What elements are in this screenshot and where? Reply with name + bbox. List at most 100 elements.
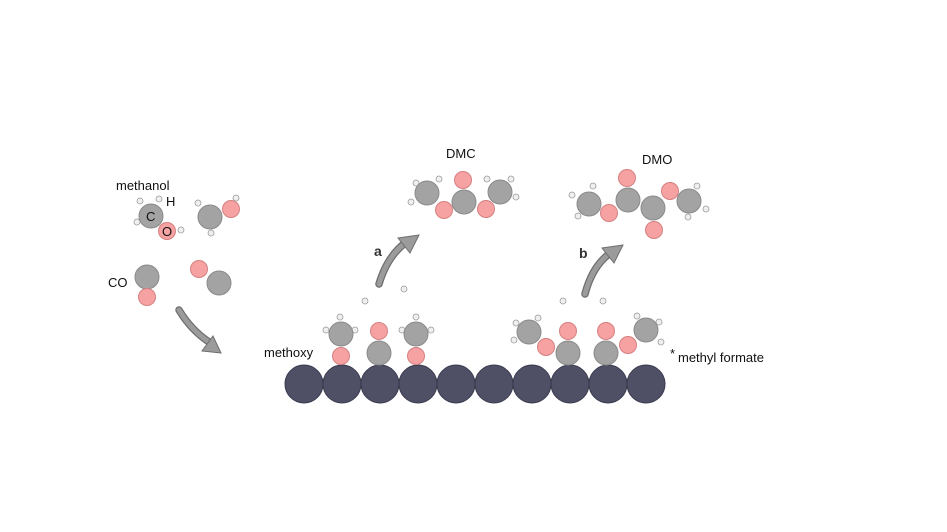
atom-o-label: O [162,224,172,239]
oxygen-atom [222,200,240,218]
carbon-atom [451,189,477,215]
oxygen-atom [138,288,156,306]
hydrogen-atom [655,318,663,326]
co-molecule [134,264,160,306]
co-molecule [190,260,232,296]
carbon-atom [328,321,354,347]
oxygen-atom [332,347,350,365]
oxygen-atom [370,322,388,340]
hydrogen-atom [155,195,163,203]
carbon-atom [138,203,164,229]
hydrogen-atom [194,199,202,207]
path-b-arrow [581,244,624,298]
co-label: CO [108,275,128,290]
oxygen-atom [435,201,453,219]
carbon-atom [134,264,160,290]
oxygen-atom [661,182,679,200]
catalyst-surface [284,364,666,404]
carbon-atom [640,195,666,221]
carbon-atom [206,270,232,296]
oxygen-atom [158,222,176,240]
carbon-atom [615,187,641,213]
oxygen-atom [597,322,615,340]
carbon-atom [633,317,659,343]
adsorbed-methyl-formate [510,314,581,366]
hydrogen-atom [512,193,520,201]
reactant-arrow [175,306,222,354]
arrow-shaft [376,240,408,287]
hydrogen-atom [427,326,435,334]
arrow-shaft [582,251,612,297]
arrow-head [397,234,420,254]
hydrogen-atom [693,182,701,190]
dmo-label: DMO [642,152,672,167]
oxygen-atom [645,221,663,239]
carbon-atom [516,319,542,345]
hydrogen-atom [207,229,215,237]
arrow-head [601,244,624,264]
hydrogen-atom [599,297,607,305]
surface-atom [588,364,628,404]
path-a-label: a [374,243,382,259]
oxygen-atom [407,347,425,365]
hydrogen-atom [559,297,567,305]
surface-atom [550,364,590,404]
hydrogen-atom [133,218,141,226]
surface-atom [436,364,476,404]
surface-atom [284,364,324,404]
hydrogen-atom [534,314,542,322]
carbon-atom [366,340,392,366]
hydrogen-atom [483,175,491,183]
surface-atom [360,364,400,404]
atom-h-label: H [166,194,175,209]
hydrogen-atom [336,313,344,321]
hydrogen-atom [412,179,420,187]
hydrogen-atom [136,197,144,205]
hydrogen-atom [507,175,515,183]
oxygen-atom [190,260,208,278]
hydrogen-atom [702,205,710,213]
hydrogen-atom [633,312,641,320]
carbon-atom [403,321,429,347]
hydrogen-atom [435,175,443,183]
hydrogen-atom [684,213,692,221]
carbon-atom [555,340,581,366]
methanol-molecule [133,195,185,240]
oxygen-atom [600,204,618,222]
oxygen-atom [559,322,577,340]
surface-atom [512,364,552,404]
hydrogen-atom [400,285,408,293]
hydrogen-atom [407,198,415,206]
adsorbed-co [366,322,392,366]
carbon-atom [576,191,602,217]
surface-atom [474,364,514,404]
methanol-molecule [194,194,240,237]
hydrogen-atom [412,313,420,321]
adsorbed-methoxy [322,313,359,365]
oxygen-atom [477,200,495,218]
adsorbed-methyl-formate [593,312,665,366]
carbon-atom [487,179,513,205]
surface-atom [398,364,438,404]
oxygen-atom [618,169,636,187]
methanol-label: methanol [116,178,170,193]
hydrogen-atom [361,297,369,305]
atom-c-label: C [146,209,155,224]
hydrogen-atom [568,191,576,199]
oxygen-atom [454,171,472,189]
surface-atom [322,364,362,404]
path-b-label: b [579,245,588,261]
carbon-atom [414,180,440,206]
asterisk-label: * [670,346,675,361]
methyl-formate-label: methyl formate [678,350,764,365]
carbon-atom [197,204,223,230]
path-a-arrow [375,234,420,288]
arrow-shaft [176,307,212,345]
oxygen-atom [537,338,555,356]
hydrogen-atom [510,336,518,344]
hydrogen-atom [589,182,597,190]
dmo-molecule [568,169,710,239]
arrow-head [201,335,222,354]
